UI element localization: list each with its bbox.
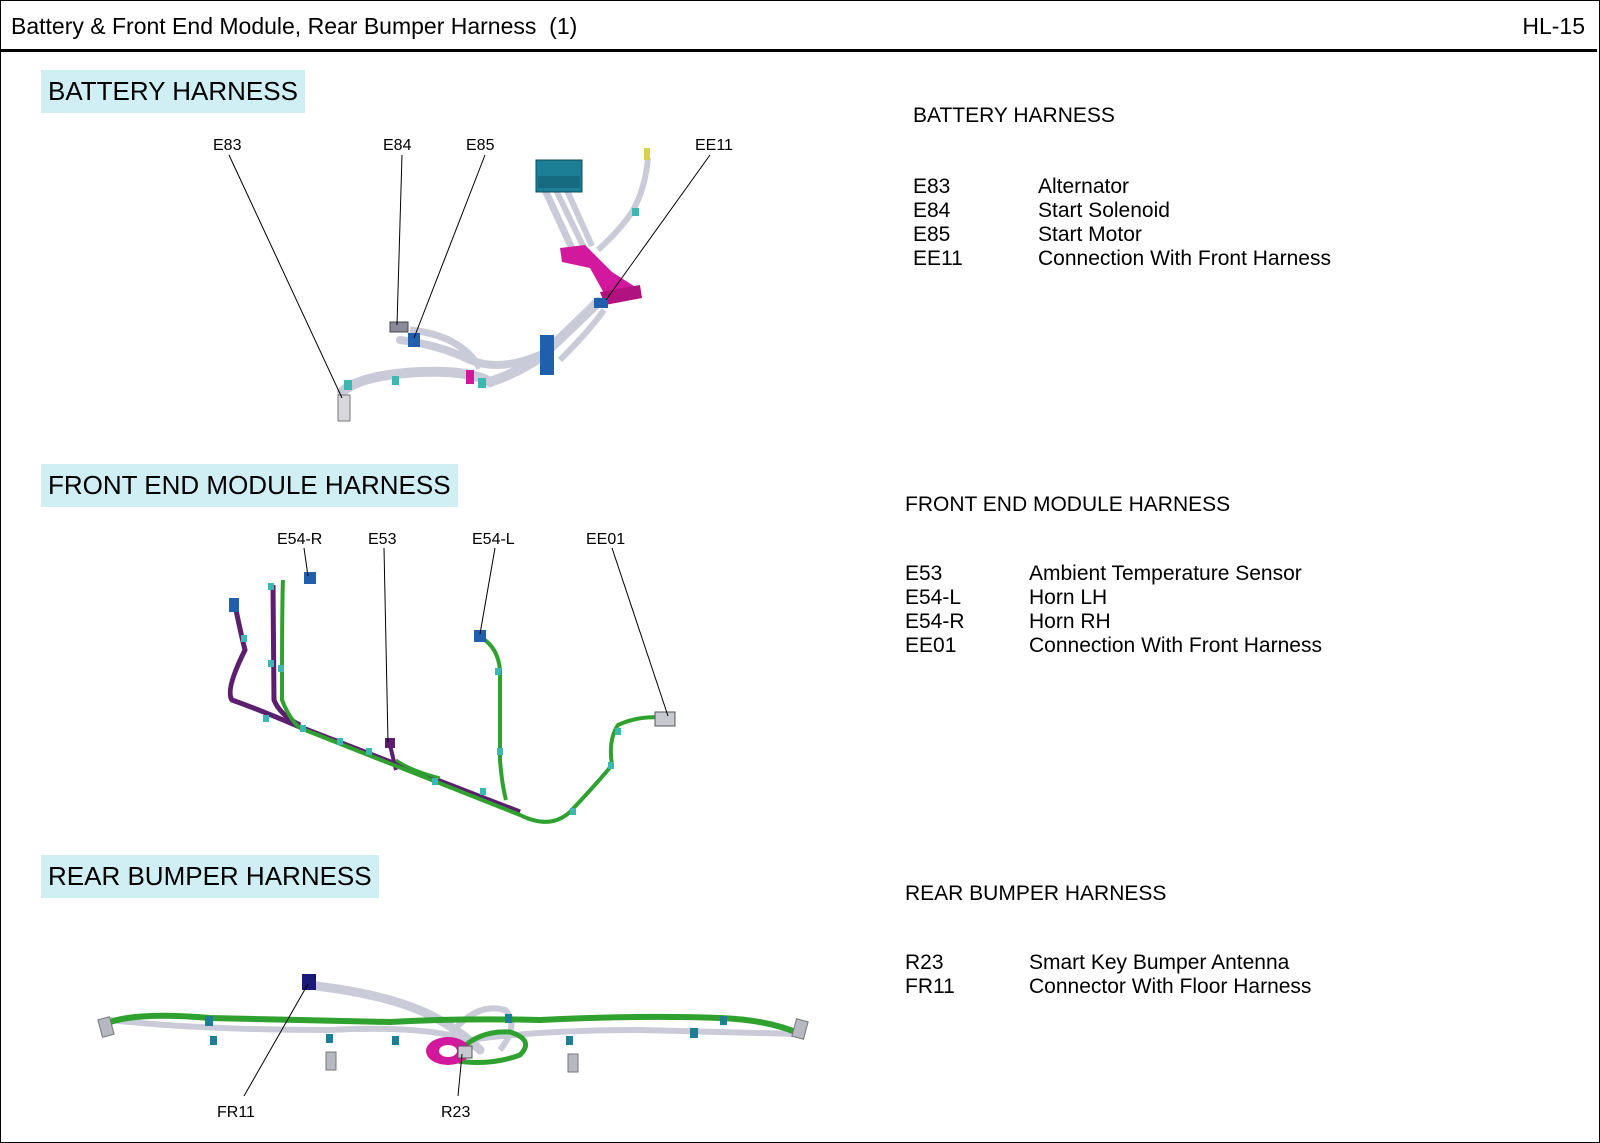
connector-description: Alternator	[1038, 175, 1130, 198]
callout-ee01: EE01	[586, 531, 625, 548]
callout-e85: E85	[466, 137, 495, 154]
front-end-section-title: FRONT END MODULE HARNESS	[41, 464, 458, 507]
connector-description: Start Motor	[1038, 223, 1142, 246]
connector-description: Smart Key Bumper Antenna	[1029, 951, 1290, 974]
battery-harness-drawing	[228, 148, 711, 422]
connector-description: Connection With Front Harness	[1029, 634, 1322, 657]
rear-bumper-harness-drawing	[97, 974, 809, 1097]
connector-description: Start Solenoid	[1038, 199, 1170, 222]
callout-e54-l: E54-L	[472, 531, 515, 548]
connector-description: Connector With Floor Harness	[1029, 975, 1312, 998]
connector-description: Connection With Front Harness	[1038, 247, 1331, 270]
connector-code: EE01	[905, 634, 957, 657]
callout-fr11: FR11	[217, 1104, 255, 1121]
connector-code: E84	[913, 199, 951, 222]
callout-r23: R23	[441, 1104, 470, 1121]
callout-e53: E53	[368, 531, 397, 548]
connector-code: E54-R	[905, 610, 965, 633]
connector-code: R23	[905, 951, 944, 974]
connector-code: E54-L	[905, 586, 962, 609]
connector-description: Ambient Temperature Sensor	[1029, 562, 1302, 585]
page-title: Battery & Front End Module, Rear Bumper …	[11, 13, 578, 39]
front-end-list-title: FRONT END MODULE HARNESS	[905, 493, 1231, 516]
connector-code: E53	[905, 562, 943, 585]
connector-code: E83	[913, 175, 951, 198]
page-code: HL-15	[1522, 13, 1585, 39]
connector-code: E85	[913, 223, 951, 246]
connector-description: Horn RH	[1029, 610, 1111, 633]
connector-code: EE11	[913, 247, 963, 270]
callout-e54-r: E54-R	[277, 531, 322, 548]
front-end-harness-drawing	[227, 547, 676, 824]
page-header: Battery & Front End Module, Rear Bumper …	[1, 1, 1597, 52]
rear-bumper-section-title: REAR BUMPER HARNESS	[41, 855, 379, 898]
rear-bumper-list-title: REAR BUMPER HARNESS	[905, 882, 1167, 905]
callout-ee11: EE11	[695, 137, 733, 154]
connector-code: FR11	[905, 975, 955, 998]
callout-e83: E83	[213, 137, 242, 154]
battery-list-title: BATTERY HARNESS	[913, 104, 1115, 127]
callout-e84: E84	[383, 137, 412, 154]
connector-description: Horn LH	[1029, 586, 1108, 609]
battery-section-title: BATTERY HARNESS	[41, 70, 305, 113]
